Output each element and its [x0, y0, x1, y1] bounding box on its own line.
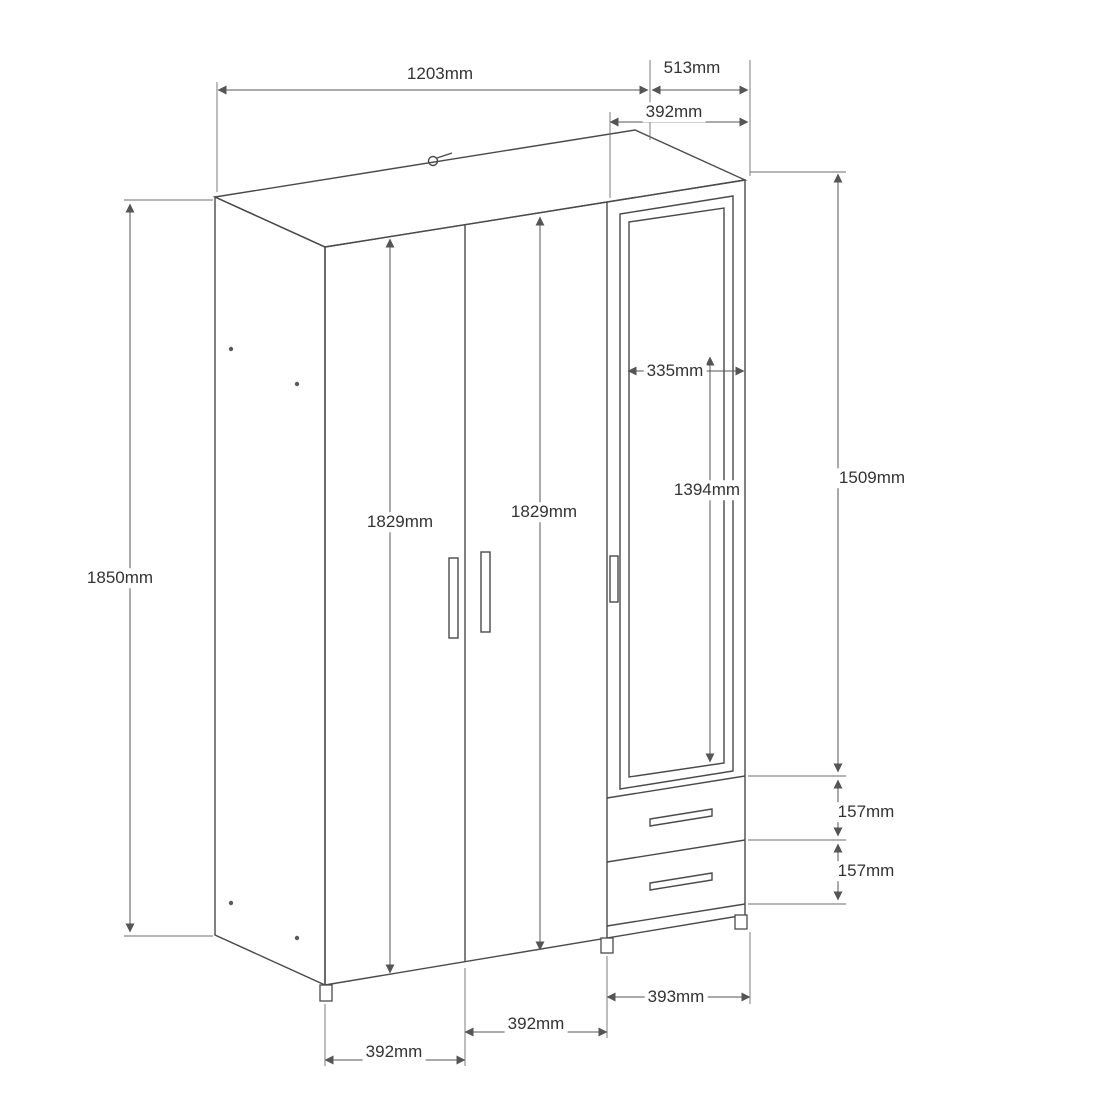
mirror-glass: [628, 207, 725, 778]
drawer1-handle: [649, 808, 713, 827]
foot-left: [319, 984, 333, 1002]
mirror-door-handle: [609, 555, 619, 603]
foot-right: [734, 914, 748, 930]
panel-hole-icon: [228, 900, 234, 906]
dim-label-depth-total: 513mm: [660, 58, 724, 78]
dim-label-drawer1-height: 157mm: [834, 802, 898, 822]
dim-label-door-right-width: 393mm: [644, 987, 708, 1007]
door-left-handle: [448, 557, 459, 639]
cam-fitting-tick: [436, 152, 453, 159]
left-side-panel: [214, 195, 326, 987]
dimension-lines: [125, 85, 843, 1065]
dim-label-right-upper-height: 1509mm: [835, 468, 909, 488]
cam-fitting-icon: [427, 155, 439, 167]
dim-label-drawer2-height: 157mm: [834, 861, 898, 881]
panel-hole-icon: [294, 935, 300, 941]
wardrobe-body: [212, 129, 748, 1002]
dim-label-height-total: 1850mm: [83, 568, 157, 588]
top-panel: [212, 129, 748, 248]
dim-label-mirror-height: 1394mm: [670, 480, 744, 500]
foot-middle: [600, 937, 614, 954]
panel-hole-icon: [228, 346, 234, 352]
drawer-divider-line: [606, 839, 746, 863]
panel-hole-icon: [294, 381, 300, 387]
drawer2-handle: [649, 872, 713, 891]
dim-label-door-left-height: 1829mm: [363, 512, 437, 532]
dim-label-width-total: 1203mm: [403, 64, 477, 84]
door-mid-handle: [480, 551, 491, 633]
dim-label-door-left-width: 392mm: [362, 1042, 426, 1062]
dim-label-depth-top: 392mm: [642, 102, 706, 122]
dim-label-door-mid-height: 1829mm: [507, 502, 581, 522]
drawer2-bottom-line: [606, 903, 746, 927]
front-face: [324, 179, 746, 986]
drawer1-top-line: [606, 775, 746, 799]
dim-label-mirror-width: 335mm: [643, 361, 707, 381]
dim-label-door-mid-width: 392mm: [504, 1014, 568, 1034]
extension-lines: [124, 60, 846, 1066]
mirror-frame: [619, 195, 734, 790]
